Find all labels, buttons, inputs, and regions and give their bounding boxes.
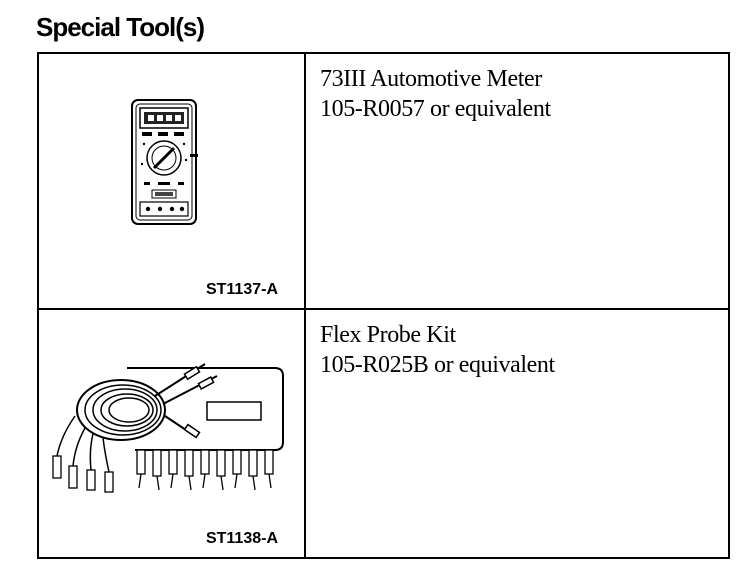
tool-image-cell-meter: ST1137-A (39, 54, 306, 310)
tool-part-number-meter: 105-R0057 or equivalent (320, 96, 551, 122)
tool-description-cell-meter: 73III Automotive Meter 105-R0057 or equi… (306, 54, 728, 310)
figure-label-probe-kit: ST1138-A (205, 530, 278, 547)
tool-name-meter: 73III Automotive Meter (320, 66, 542, 92)
multimeter-illustration (124, 94, 214, 234)
special-tools-table: ST1137-A 73III Automotive Meter 105-R005… (37, 52, 730, 559)
tool-image-cell-probe-kit: ST1138-A (39, 310, 306, 557)
tool-name-probe-kit: Flex Probe Kit (320, 322, 456, 348)
tool-part-number-probe-kit: 105-R025B or equivalent (320, 352, 555, 378)
probe-kit-illustration (45, 346, 295, 496)
figure-label-meter: ST1137-A (205, 281, 278, 298)
tool-description-cell-probe-kit: Flex Probe Kit 105-R025B or equivalent (306, 310, 728, 557)
section-heading: Special Tool(s) (36, 12, 205, 42)
